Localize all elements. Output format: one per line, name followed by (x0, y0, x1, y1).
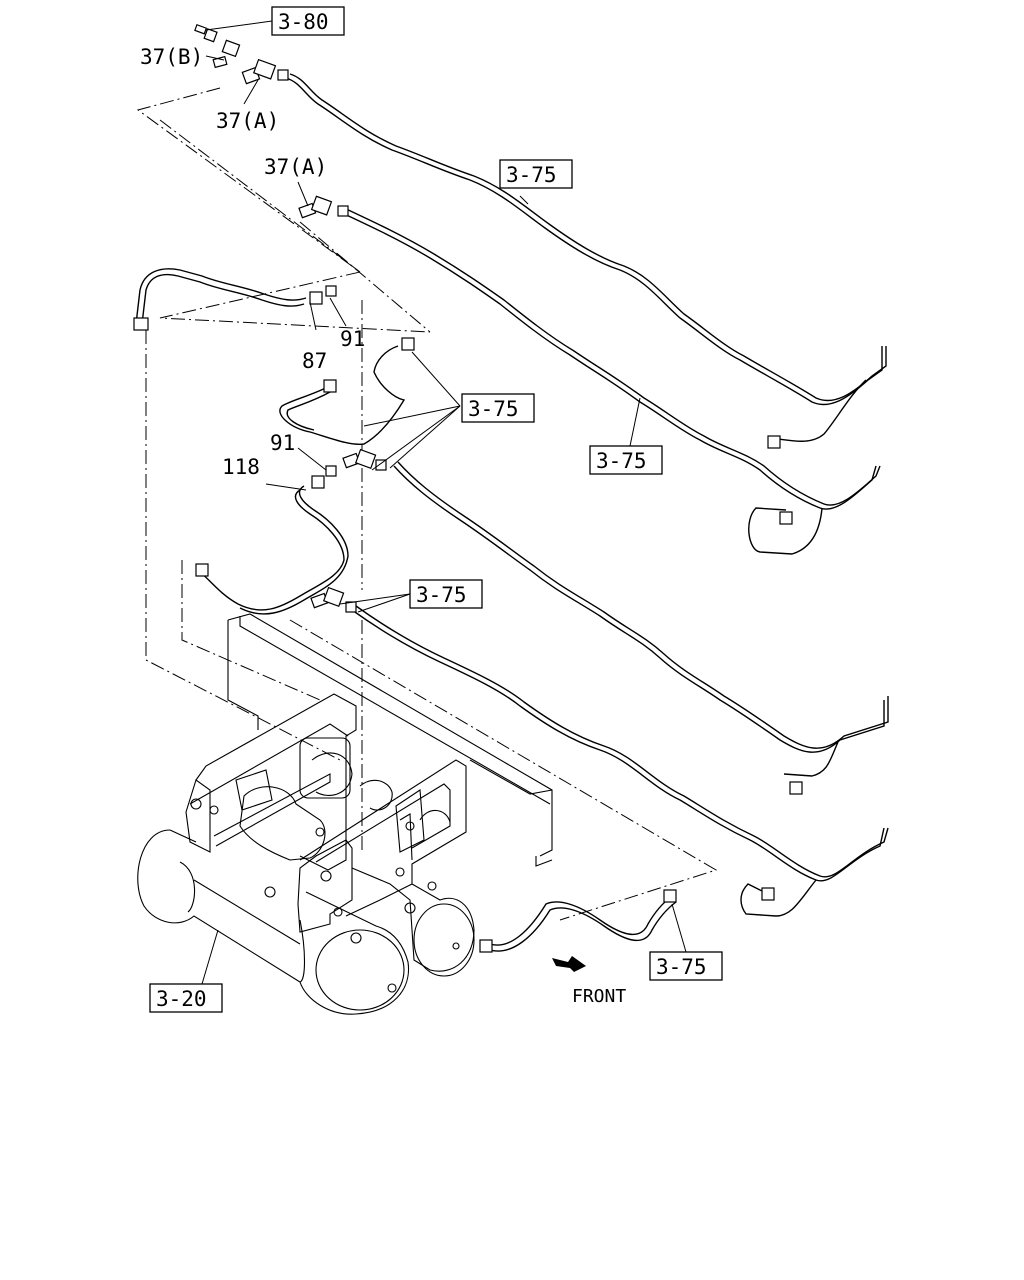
ref-375-mid: 3-75 (461, 393, 535, 423)
ref-320: 3-20 (149, 983, 223, 1013)
bracket-assembly (185, 693, 467, 933)
part-87-label: 87 (302, 349, 327, 373)
ref-375-right: 3-75 (589, 445, 663, 475)
ref-375-lower: 3-75 (409, 579, 483, 609)
part-91-mid-label: 91 (270, 431, 295, 455)
brake-pipes (135, 73, 889, 952)
ref-375-top-label: 3-75 (506, 163, 557, 187)
part-37a-top-label: 37(A) (216, 109, 279, 133)
leader-lines (201, 20, 687, 985)
ref-375-lower-label: 3-75 (416, 583, 467, 607)
ref-375-right-label: 3-75 (596, 449, 647, 473)
ref-375-top: 3-75 (499, 159, 573, 189)
reference-lines (136, 87, 718, 921)
part-37a-mid-label: 37(A) (264, 155, 327, 179)
ref-380-label: 3-80 (278, 10, 329, 34)
front-direction-label: FRONT (572, 986, 626, 1007)
fittings (133, 23, 803, 953)
ref-375-bottom: 3-75 (649, 951, 723, 981)
ref-375-mid-label: 3-75 (468, 397, 519, 421)
part-118-label: 118 (222, 455, 260, 479)
frame-rail (227, 613, 553, 867)
air-tanks (137, 829, 475, 1015)
front-arrow-icon (552, 956, 586, 972)
ref-320-label: 3-20 (156, 987, 207, 1011)
ref-375-bottom-label: 3-75 (656, 955, 707, 979)
part-91-top-label: 91 (340, 327, 365, 351)
ref-380: 3-80 (271, 6, 345, 36)
part-37b-label: 37(B) (140, 45, 203, 69)
